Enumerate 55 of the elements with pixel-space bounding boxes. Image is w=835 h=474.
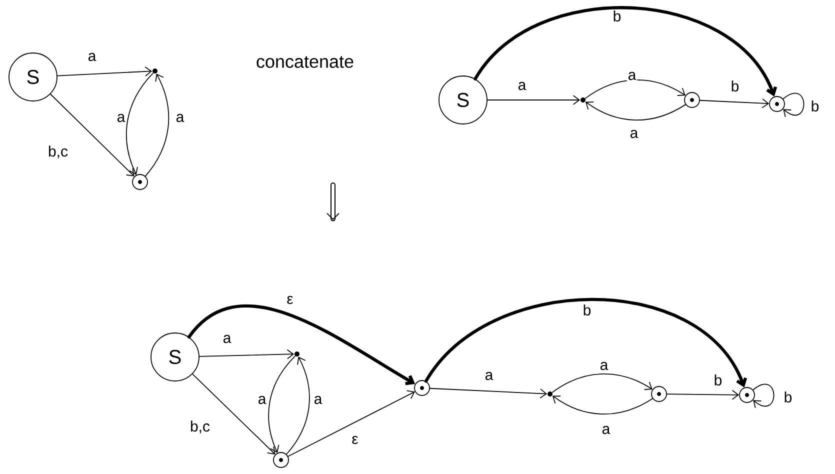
- edge-label: a: [116, 112, 126, 124]
- transition-arrow: [126, 72, 154, 175]
- edge-label: a: [598, 360, 610, 372]
- transition-arrow: [700, 98, 770, 108]
- edge-label: b,c: [47, 144, 69, 160]
- edge-label: b: [582, 304, 592, 317]
- transition-arrow: [782, 92, 804, 118]
- transition-arrow: [585, 102, 686, 121]
- edge-label: a: [174, 112, 186, 124]
- transition-arrow: [199, 349, 294, 360]
- transition-arrow: [474, 6, 778, 97]
- edge-label: b: [782, 390, 794, 404]
- edge-label: b: [712, 374, 724, 387]
- accept-state: [273, 452, 289, 468]
- accept-state: [739, 387, 755, 403]
- edge-label: a: [222, 334, 232, 344]
- transition-arrow: [144, 74, 170, 177]
- start-state: S: [150, 332, 200, 382]
- edge-label: a: [312, 394, 324, 406]
- edge-label: b: [730, 80, 740, 92]
- accept-state: [132, 174, 148, 190]
- transition-arrow: [584, 80, 686, 99]
- edge-label: b: [810, 100, 820, 112]
- transition-arrow: [666, 390, 740, 400]
- start-state: S: [438, 76, 488, 124]
- transition-arrow: [50, 94, 134, 176]
- edge-label: a: [256, 394, 268, 406]
- transition-arrow: [187, 304, 416, 386]
- edge-label: a: [86, 52, 98, 62]
- accept-state: [414, 380, 430, 396]
- accept-state: [684, 92, 700, 108]
- transition-arrow: [268, 356, 296, 453]
- transition-arrow: [424, 298, 748, 388]
- edge-label: a: [626, 70, 638, 82]
- accept-state: [651, 386, 667, 402]
- transition-arrow: [192, 374, 276, 454]
- transition-arrow: [286, 356, 310, 455]
- transition-arrow: [430, 388, 548, 398]
- edge-label: ε: [350, 434, 360, 446]
- edge-label: a: [600, 424, 612, 436]
- edge-label: a: [628, 128, 640, 140]
- edge-label: ε: [286, 294, 294, 306]
- transition-arrow: [288, 390, 415, 457]
- transition-arrow: [752, 384, 774, 408]
- edge-label: a: [516, 80, 528, 92]
- edge-label: a: [484, 370, 494, 382]
- operation-label: concatenate: [256, 56, 354, 68]
- transition-arrow: [56, 66, 152, 76]
- transition-arrow: [552, 374, 652, 393]
- accept-state: [769, 96, 785, 112]
- edge-label: b: [612, 10, 622, 22]
- transition-arrow: [552, 396, 653, 415]
- transition-arrow: [487, 95, 580, 105]
- start-state: S: [8, 52, 58, 102]
- edge-label: b,c: [189, 420, 211, 434]
